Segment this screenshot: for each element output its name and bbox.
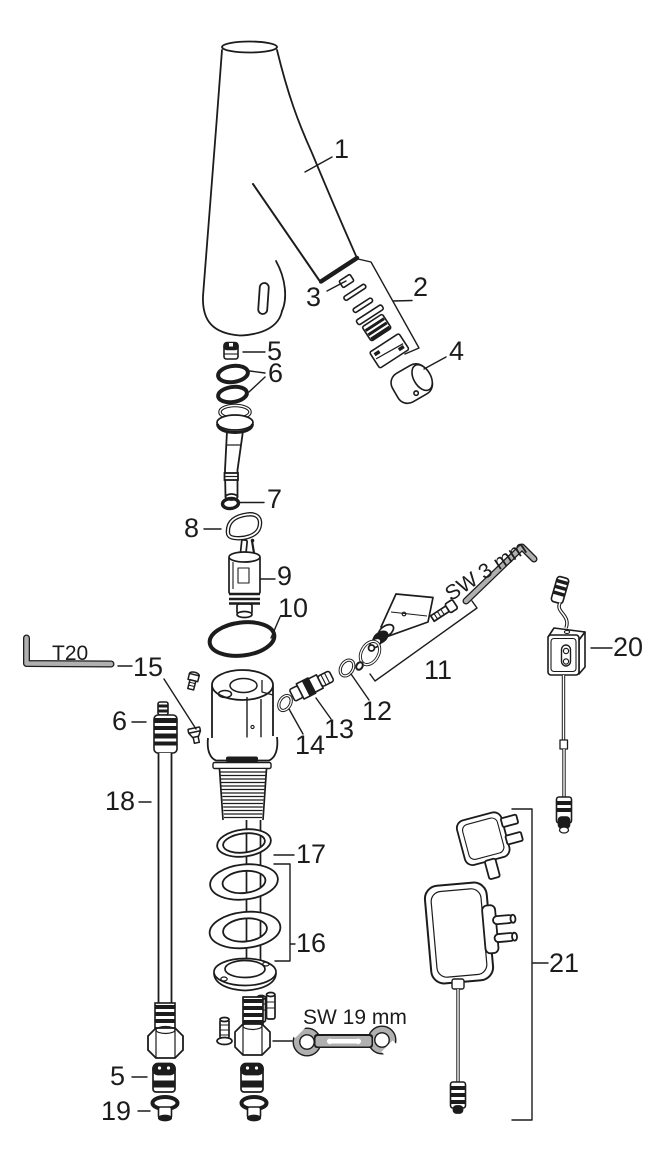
hex-nut-right — [234, 1021, 271, 1056]
hose-lower-fitting — [147, 1002, 184, 1059]
part-10-oring — [207, 620, 277, 658]
part-2-3-4-aerator-stack — [338, 273, 434, 405]
small-bolt — [216, 1016, 233, 1046]
part-label-19: 19 — [101, 1096, 132, 1126]
uk-plug-adapter — [455, 811, 524, 880]
part-9-cartridge — [228, 538, 261, 619]
part-label-13: 13 — [324, 714, 355, 744]
part-label-3: 3 — [306, 282, 322, 312]
part-label-14: 14 — [295, 730, 326, 760]
part-label-17: 17 — [296, 839, 327, 869]
part-1-faucet-body — [202, 40, 360, 337]
part-label-1: 1 — [334, 134, 350, 164]
part-6-orings-top — [216, 363, 250, 405]
part-14-oring — [277, 693, 293, 713]
part-label-16: 16 — [296, 928, 327, 958]
part-label-9: 9 — [277, 561, 293, 591]
part-label-6-left: 6 — [112, 706, 128, 736]
part-label-5-top: 5 — [267, 336, 283, 366]
tool-label-t20: T20 — [52, 642, 89, 665]
part-20-control-unit — [547, 575, 586, 834]
part-label-5-bottom: 5 — [110, 1061, 126, 1091]
torx-key-t20-icon — [23, 634, 115, 668]
part-label-6-top: 6 — [268, 358, 284, 388]
part-label-11: 11 — [424, 655, 453, 685]
part-label-15: 15 — [133, 652, 164, 682]
part-label-8: 8 — [184, 513, 200, 543]
mains-adapter — [423, 881, 518, 985]
part-label-18: 18 — [105, 786, 136, 816]
tool-label-sw19: SW 19 mm — [303, 1006, 407, 1029]
threaded-shank — [218, 768, 268, 821]
part-8-gasket — [225, 512, 263, 541]
part-5-filter-top — [223, 341, 239, 360]
part-13-spindle — [289, 670, 335, 702]
part-15-screws — [187, 671, 202, 745]
part-21-power-supply — [423, 811, 524, 1114]
part-label-2: 2 — [413, 272, 429, 302]
part-label-10: 10 — [278, 593, 309, 623]
part-label-4: 4 — [449, 336, 465, 366]
allen-key-sw3-icon — [462, 543, 538, 605]
part-11-screw — [429, 599, 459, 623]
part-12-oring-set — [338, 658, 364, 678]
part-11-assembly — [358, 593, 459, 667]
wrench-sw19-icon — [285, 1017, 402, 1061]
part-6-hose-connector — [153, 701, 178, 754]
outlet-tube — [216, 403, 254, 501]
part-16-washers — [208, 863, 282, 950]
part-label-12: 12 — [362, 696, 393, 726]
part-label-7: 7 — [267, 484, 283, 514]
base-body — [206, 669, 279, 770]
part-7-oring — [220, 496, 241, 511]
sensor-window — [257, 282, 270, 315]
part-19-grommets — [150, 1095, 269, 1122]
part-17-ring — [216, 828, 272, 858]
part-label-20: 20 — [613, 632, 644, 662]
part-label-21: 21 — [549, 948, 580, 978]
part-4-spray-nozzle — [390, 363, 434, 405]
part-5-filters-bottom — [152, 1062, 264, 1093]
part-18-hose — [147, 753, 184, 1059]
leader-lines — [117, 156, 613, 1121]
flanged-base — [213, 957, 277, 1056]
